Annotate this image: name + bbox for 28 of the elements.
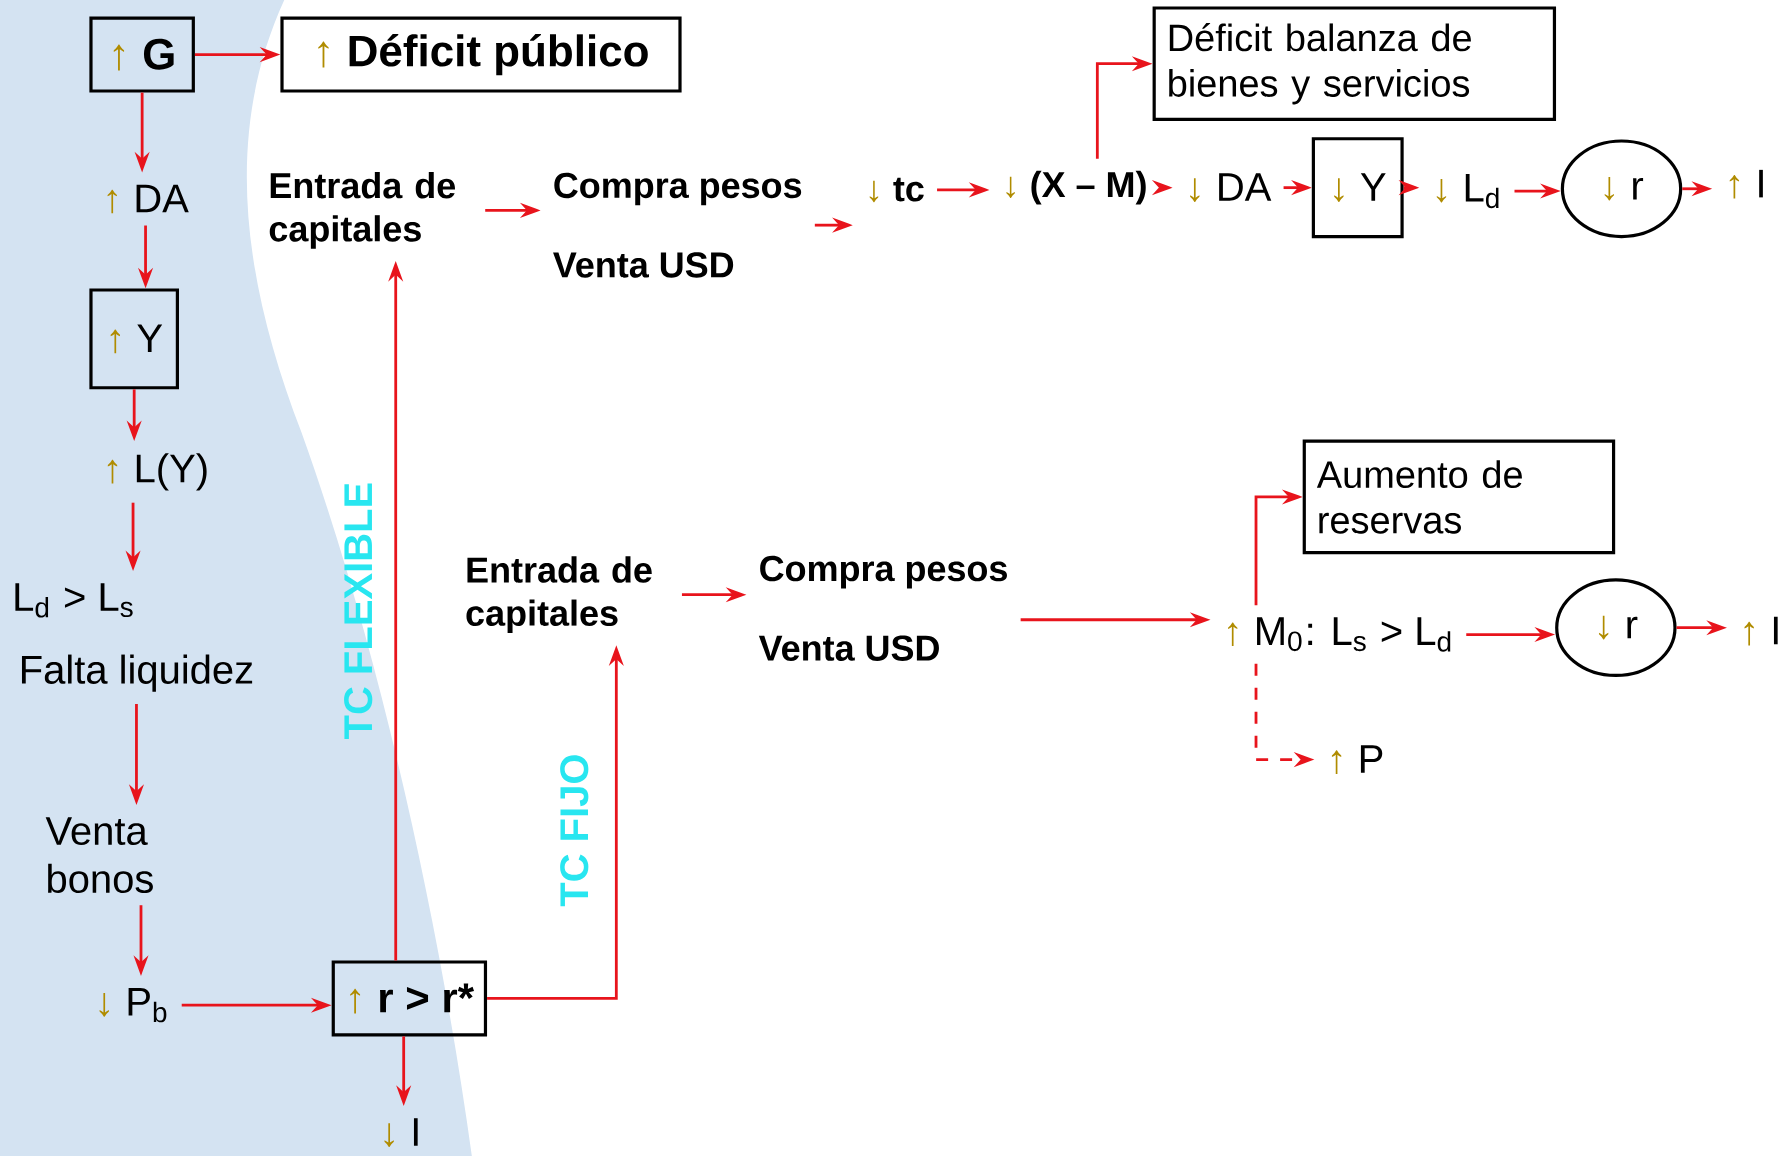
variable-box: ↑ Y — [89, 288, 179, 390]
variable-text: ↑ L(Y) — [107, 453, 207, 491]
variable-text: Venta bonos — [45, 816, 153, 893]
variable-text: ↓ (X – M) — [1006, 170, 1146, 205]
variable-box: ↑ Déficit público — [280, 16, 682, 93]
variable-text: ↓ L$_{d}$ — [1436, 173, 1499, 208]
variable-text: ↓ I — [384, 1118, 418, 1147]
variable-text: ↑ M$_{0}$: L$_{s}$ > L$_{d}$ — [1228, 617, 1451, 652]
variable-box: ↓ Y — [1311, 136, 1404, 238]
variable-text: ↓ DA — [1190, 173, 1272, 202]
variable-text: ↑ I — [1729, 169, 1763, 199]
edge-label: TC FLEXIBLE — [344, 483, 373, 739]
variable-box: ↑ r > r* — [331, 960, 488, 1037]
variable-text: Compra pesos Venta USD — [758, 555, 1007, 661]
variable-box: Aumento de reservas — [1302, 439, 1616, 555]
variable-text: ↑ DA — [107, 184, 189, 214]
variable-text: ↑ P — [1331, 745, 1383, 774]
variable-text: Compra pesos Venta USD — [553, 172, 802, 278]
variable-box: ↑ G — [89, 16, 195, 93]
variable-box: Déficit balanza de bienes y servicios — [1152, 6, 1557, 121]
variable-text: ↓ P$_{b}$ — [99, 987, 167, 1023]
variable-text: Falta liquidez — [22, 654, 253, 692]
variable-text: Entrada de capitales — [269, 171, 456, 249]
variable-text: Entrada de capitales — [466, 556, 652, 633]
variable-text: ↑ I — [1744, 616, 1778, 646]
variable-text: L$_{d}$ > L$_{s}$ — [15, 583, 133, 618]
edge-label: TC FIJO — [560, 755, 589, 907]
variable-text: ↓ tc — [869, 177, 924, 202]
